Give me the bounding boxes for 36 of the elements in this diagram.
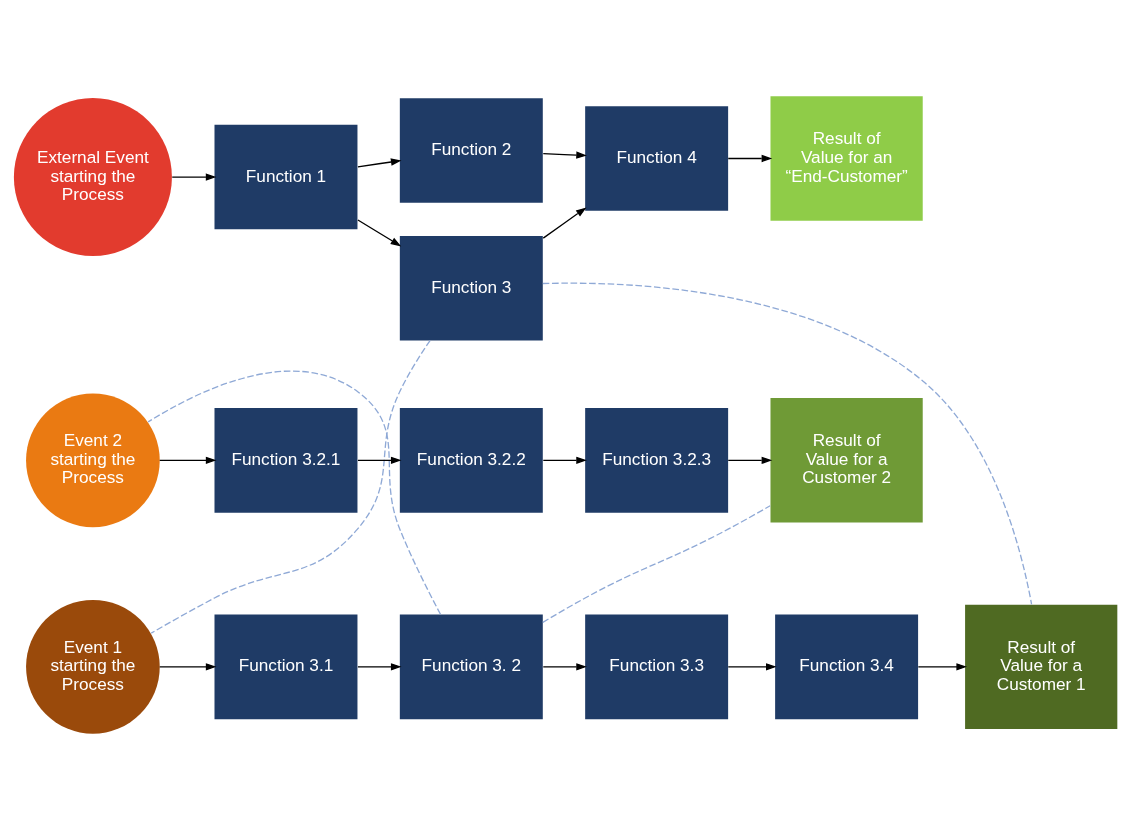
arrow [542, 206, 587, 239]
arrow [357, 218, 402, 246]
node-box: Function 4 [585, 105, 729, 211]
arrow [171, 172, 217, 181]
arrow [357, 662, 402, 671]
node-box: Function 3.4 [775, 614, 919, 719]
arrow [542, 150, 587, 159]
connector [150, 339, 431, 634]
node-box: Function 3.3 [585, 614, 729, 719]
connector [542, 504, 771, 623]
node-box: Function 2 [399, 97, 543, 203]
node-box: Function 3.2.3 [585, 407, 729, 513]
arrow [159, 662, 217, 671]
arrow [917, 662, 967, 671]
node-box: Function 3.1 [214, 614, 358, 719]
node-box: Function 1 [214, 124, 358, 229]
node-box: Function 3.2.2 [399, 407, 543, 513]
connector [542, 282, 1033, 605]
arrow [542, 456, 587, 464]
arrow [357, 157, 402, 167]
node-circle: External Event starting the Process [13, 97, 172, 256]
node-box: Function 3 [399, 235, 543, 341]
node-circle: Event 2 starting the Process [26, 393, 160, 527]
arrow [159, 456, 217, 464]
connector [147, 369, 442, 615]
arrow [357, 456, 402, 464]
arrow [542, 662, 587, 671]
node-circle: Event 1 starting the Process [26, 599, 160, 734]
node-box: Function 3. 2 [399, 614, 543, 719]
node-box: Result of Value for an “End-Customer” [770, 95, 923, 221]
node-box: Function 3.2.1 [214, 407, 358, 513]
arrow [727, 154, 773, 162]
arrow [727, 662, 777, 671]
arrow [727, 456, 773, 464]
node-box: Result of Value for a Customer 2 [770, 397, 923, 523]
node-box: Result of Value for a Customer 1 [965, 604, 1118, 729]
